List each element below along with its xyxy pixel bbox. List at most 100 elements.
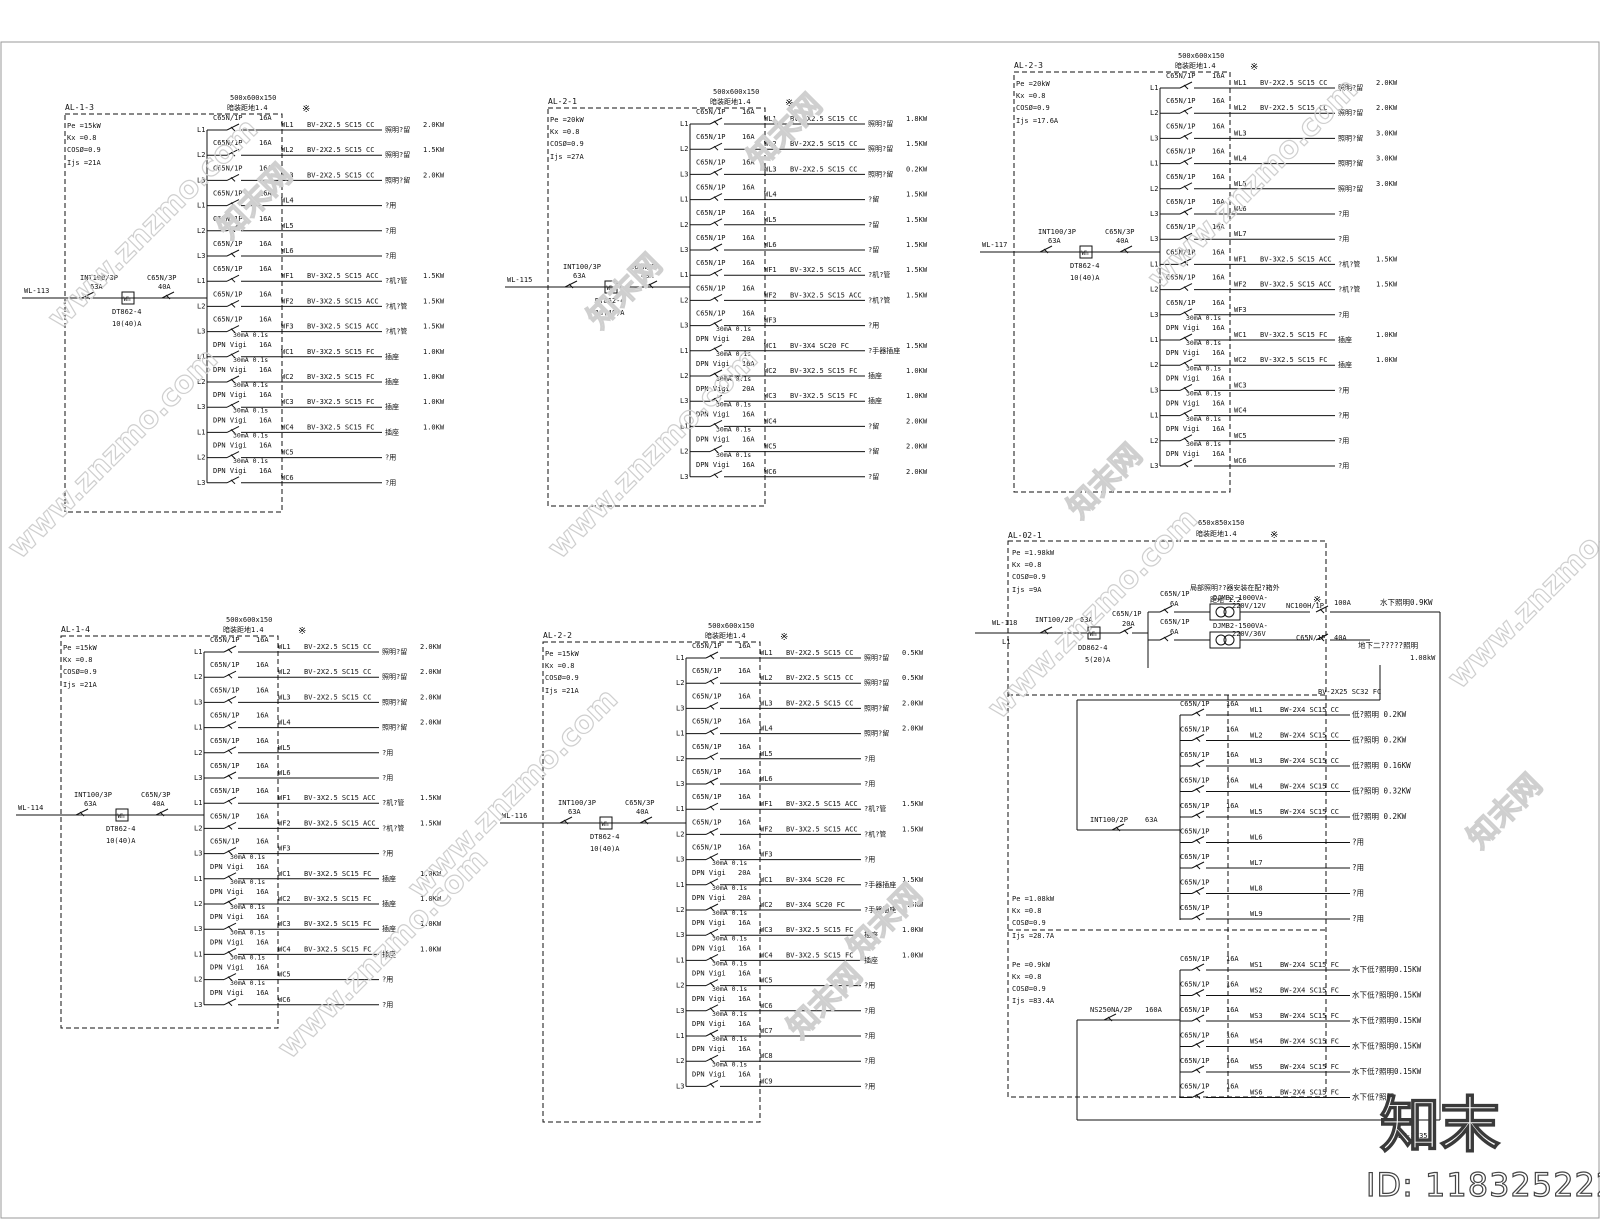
panel-mount-note: 暗装距地1.4 [223,625,264,634]
load-name: ?用 [864,780,875,788]
breaker-model: DPN Vigi [692,970,726,978]
breaker-blade [1159,633,1173,641]
breaker-blade [223,645,237,653]
load-kw: 2.0KW [906,417,928,425]
load-name: ?用 [382,774,393,782]
circuit-id: WF1 [760,800,773,808]
breaker-cross-a [709,856,715,861]
panel-cos: COSØ=0.9 [545,674,579,682]
breaker-blade [705,953,719,961]
circuit-breaker-icon [705,827,719,836]
breaker-rating: 16A [256,712,269,720]
load-kw: 1.5KW [902,901,924,909]
breaker-rating: 16A [259,316,272,324]
phase-label: L3 [1150,210,1158,218]
cable-spec: BV-3X2.5 SC15 FC [786,926,853,934]
phase-label: L2 [680,221,688,229]
breaker-cross-a [1183,135,1189,140]
breaker-model: C65N/1P [696,310,726,318]
cable-spec: BW-2X4 SC15 CC [1280,706,1339,714]
breaker-model: C65N/1P [696,158,726,166]
load-name: 水下低?照明 [1352,1092,1394,1102]
sub-breaker-icon [155,808,169,817]
breaker-model: C65N/1P [1180,853,1210,861]
transformer-model: DJMB2-1500VA- [1213,622,1268,630]
output-basement-kw: 1.08kW [1410,654,1436,662]
main-breaker-icon [559,816,573,825]
sec2-cos: COSØ=0.9 [1012,985,1046,993]
circuit-id: WL9 [1250,910,1263,918]
breaker-model: DPN Vigi [213,442,247,450]
circuit-id: WL8 [1250,885,1263,893]
rcd-spec: 30mA 0.1s [712,1010,747,1018]
load-name: 照明?留 [864,729,889,738]
load-name: 照明?留 [385,125,410,134]
main-breaker-icon [75,808,89,817]
breaker-model: C65N/1P [1180,955,1210,963]
transformer-breaker-rating: 6A [1170,628,1179,636]
load-name: ?用 [864,1032,875,1040]
breaker-blade [1315,605,1329,613]
breaker-rating: 16A [742,310,755,318]
rcd-spec: 30mA 0.1s [233,381,268,389]
phase-label: L1 [194,875,202,883]
breaker-blade [1315,633,1329,641]
load-kw: 2.0KW [1376,104,1398,112]
rcd-spec: 30mA 0.1s [230,878,265,886]
breaker-rating: 16A [256,812,269,820]
circuit-id: WC9 [760,1077,773,1085]
load-name: ?用 [1338,437,1349,445]
load-kw: 1.5KW [906,191,928,199]
phase-label: L2 [676,679,684,687]
load-kw: 1.5KW [902,876,924,884]
brand-logo-text: 知末 [1380,1091,1500,1158]
load-name: ?机?管 [382,798,404,807]
circuit-id: WC4 [764,417,777,425]
sub-breaker-icon [644,280,658,289]
phase-label: L3 [194,850,202,858]
circuit-id: WL2 [764,140,777,148]
transformer-breaker-model: C65N/1P [1160,618,1190,626]
breaker-model: C65N/1P [1180,904,1210,912]
sub-breaker-icon [1119,626,1133,635]
phase-label: L2 [676,1057,684,1065]
cable-spec: BW-2X4 SC15 FC [1280,1038,1339,1046]
breaker-blade [223,796,237,804]
cable-spec: BV-3X2.5 SC15 FC [790,392,857,400]
breaker-blade [226,148,240,156]
breaker-rating: 16A [738,944,751,952]
load-name: ?留 [868,245,879,254]
breaker-cross-a [1195,1017,1201,1023]
circuit-id: WF2 [1234,281,1247,289]
circuit-breaker-icon [226,148,240,157]
panel-enclosure-dashed [64,113,283,513]
breaker-blade [223,695,237,703]
breaker-cross-a [713,347,719,353]
cable-spec: BV-3X2.5 SC15 ACC [307,272,379,280]
circuit-id: WC1 [281,348,294,356]
breaker-model: DPN Vigi [696,335,730,343]
panel-ijs: Ijs =27A [550,153,585,161]
breaker-cross-a [227,724,233,729]
breaker-model: DPN Vigi [213,341,247,349]
breaker-model: C65N/1P [1180,1057,1210,1065]
cable-spec: BV-3X2.5 SC15 FC [1260,356,1327,364]
breaker-blade [1179,308,1193,316]
rcd-spec: 30mA 0.1s [712,960,747,968]
circuit-id: WL3 [760,699,773,707]
breaker-blade [1191,785,1205,792]
phase-label: L1 [197,126,205,134]
breaker-blade [223,771,237,779]
breaker-blade [705,752,719,760]
load-name: 插座 [868,371,882,380]
circuit-breaker-icon [709,193,723,201]
breaker-rating: 16A [1212,198,1225,206]
breaker-rating: 16A [259,240,272,248]
breaker-rating: 20A [742,385,755,393]
breaker-blade [1191,887,1205,894]
